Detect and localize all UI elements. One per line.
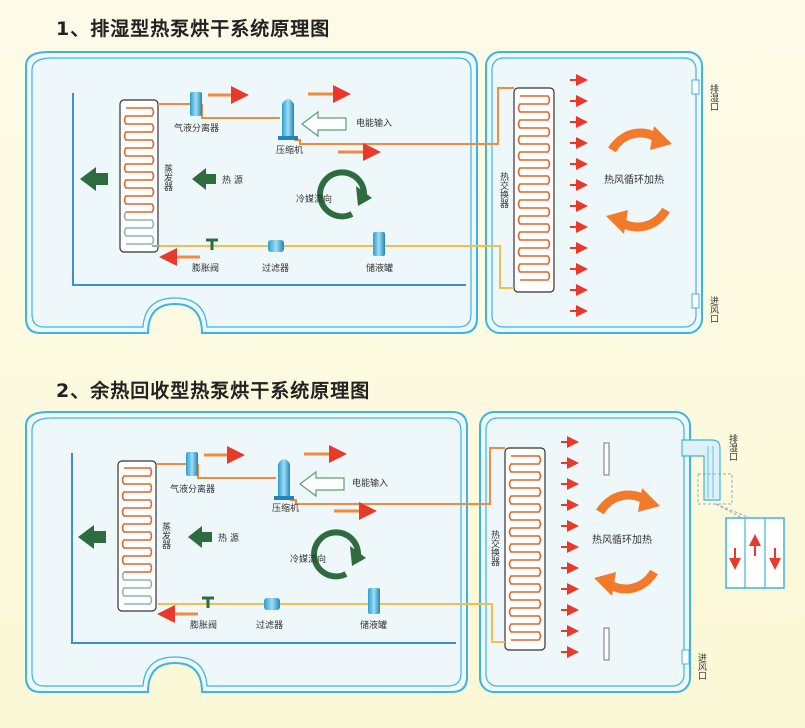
label-refrigerant-flow-2: 冷媒流向 <box>290 553 326 565</box>
label-air-inlet-2: 进风口 <box>696 653 707 680</box>
diagram-2: 气液分离器 压缩机 电能输入 热 源 冷媒流向 膨胀阀 过滤器 储液罐 热风循环… <box>25 411 785 693</box>
separator-1 <box>190 92 202 116</box>
compressor-2 <box>278 459 290 496</box>
diagram-2-title: 2、余热回收型热泵烘干系统原理图 <box>56 380 371 402</box>
label-air-inlet-1: 进风口 <box>708 296 719 323</box>
filter-1 <box>268 240 284 252</box>
label-receiver-2: 储液罐 <box>360 619 387 631</box>
label-filter-1: 过滤器 <box>262 262 289 274</box>
separator-2 <box>186 452 198 476</box>
label-receiver-1: 储液罐 <box>366 262 393 274</box>
heat-exchanger-coil-1 <box>513 87 555 293</box>
hot-air-arrows-1 <box>570 74 588 317</box>
label-heat-exchanger-2: 热交换器 <box>489 529 500 566</box>
hot-air-cycle-2 <box>594 488 660 596</box>
heat-exchanger-coil-2 <box>504 447 546 651</box>
hot-air-cycle-1 <box>606 126 672 234</box>
receiver-1 <box>373 232 385 256</box>
label-expansion-valve-1: 膨胀阀 <box>192 262 219 274</box>
filter-2 <box>264 598 280 610</box>
diagram-1-title: 1、排湿型热泵烘干系统原理图 <box>56 18 331 40</box>
label-refrigerant-flow-1: 冷媒流向 <box>296 193 332 205</box>
label-hot-air-cycle-2: 热风循环加热 <box>592 533 652 546</box>
label-separator-2: 气液分离器 <box>170 483 215 495</box>
label-power-in-1: 电能输入 <box>356 117 392 129</box>
label-filter-2: 过滤器 <box>256 619 283 631</box>
label-hot-air-cycle-1: 热风循环加热 <box>604 173 664 186</box>
expansion-valve-2 <box>202 596 214 608</box>
label-compressor-1: 压缩机 <box>276 144 303 156</box>
label-heat-source-2: 热 源 <box>218 532 239 544</box>
evaporator-coil-2 <box>117 460 157 612</box>
hot-air-arrows-2 <box>561 436 579 658</box>
label-evaporator-2: 蒸发器 <box>160 521 171 549</box>
label-evaporator-1: 蒸发器 <box>162 163 173 191</box>
airflow-arrow-left-2 <box>78 525 106 549</box>
label-heat-source-1: 热 源 <box>222 174 243 186</box>
diagram-1: 气液分离器 压缩机 电能输入 热 源 冷媒流向 膨胀阀 过滤器 储液罐 热风循环… <box>25 51 719 334</box>
label-exhaust-1: 排湿口 <box>708 83 719 111</box>
compressor-1 <box>282 99 294 136</box>
refrigerant-flow-arrow-2 <box>311 529 362 580</box>
label-heat-exchanger-1: 热交换器 <box>498 171 509 208</box>
heat-source-arrow-1 <box>192 168 216 190</box>
label-separator-1: 气液分离器 <box>174 122 219 134</box>
receiver-2 <box>368 588 380 614</box>
label-compressor-2: 压缩机 <box>272 502 299 514</box>
label-expansion-valve-2: 膨胀阀 <box>190 619 217 631</box>
airflow-arrow-left-1 <box>80 167 108 191</box>
refrigerant-flow-arrow-1 <box>317 169 368 220</box>
label-power-in-2: 电能输入 <box>352 477 388 489</box>
label-exhaust-2: 排湿口 <box>727 433 738 461</box>
heat-source-arrow-2 <box>188 526 212 548</box>
left-panel-1 <box>25 51 478 334</box>
exhaust-duct-2 <box>681 439 721 501</box>
left-panel-2 <box>25 411 468 693</box>
evaporator-coil-1 <box>119 99 159 253</box>
expansion-valve-1 <box>206 238 218 250</box>
